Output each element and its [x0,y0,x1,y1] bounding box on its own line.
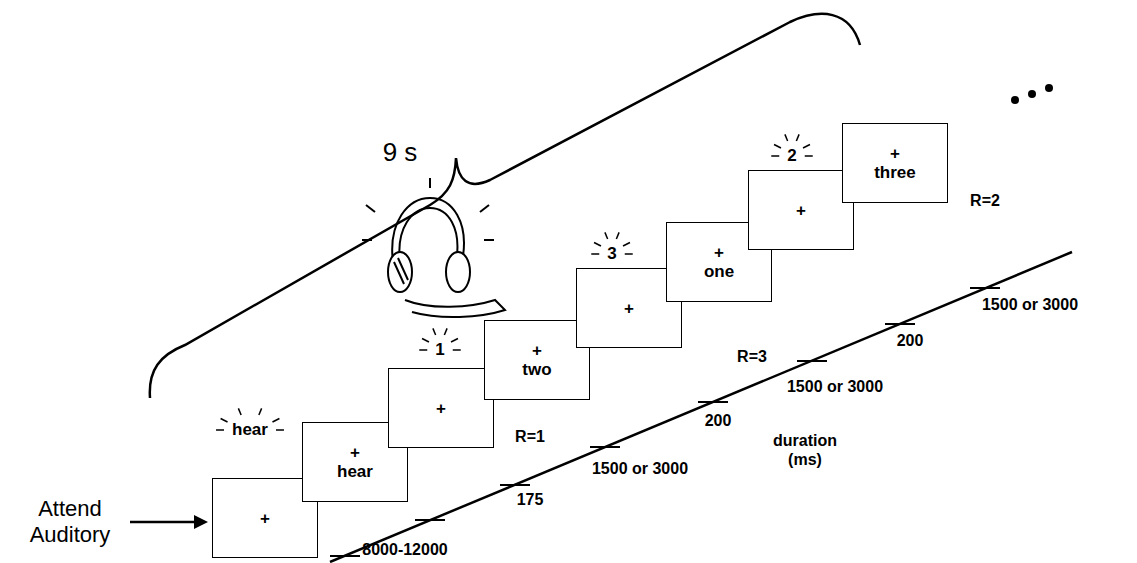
timing-label: 200 [897,331,924,350]
screen-box: + [748,170,854,250]
timing-label: 1500 or 3000 [787,377,883,396]
speech-cue: hear [232,420,268,440]
timing-label: 1500 or 3000 [592,459,688,478]
fixation-cross: + [890,144,900,163]
response-label: R=1 [515,427,545,446]
screen-word: hear [337,462,373,481]
fixation-cross: + [624,299,634,318]
timing-label: 175 [517,490,544,509]
screen-box: +two [484,320,590,400]
timing-label: 200 [705,411,732,430]
fixation-cross: + [436,399,446,418]
screen-word: one [704,262,734,281]
fixation-cross: + [260,509,270,528]
screen-word: three [874,163,916,182]
headphones-icon [362,178,505,317]
response-label: R=2 [970,191,1000,210]
arrow [130,515,208,529]
timing-label: 8000-12000 [362,540,447,559]
fixation-cross: + [350,443,360,462]
continuation-dots [1011,84,1053,104]
fixation-cross: + [714,243,724,262]
response-label: R=3 [737,347,767,366]
fixation-cross: + [532,341,542,360]
screen-box: +three [842,123,948,203]
screen-word: two [522,360,551,379]
duration-label: 9 s [383,137,418,168]
condition-label: Attend Auditory [15,496,125,548]
timing-label: 1500 or 3000 [982,295,1078,314]
speech-cue: 2 [787,146,796,166]
screen-box: + [388,368,494,448]
speech-cue: 3 [607,244,616,264]
speech-cue: 1 [435,340,444,360]
axis-label: duration (ms) [765,431,845,469]
fixation-cross: + [796,201,806,220]
